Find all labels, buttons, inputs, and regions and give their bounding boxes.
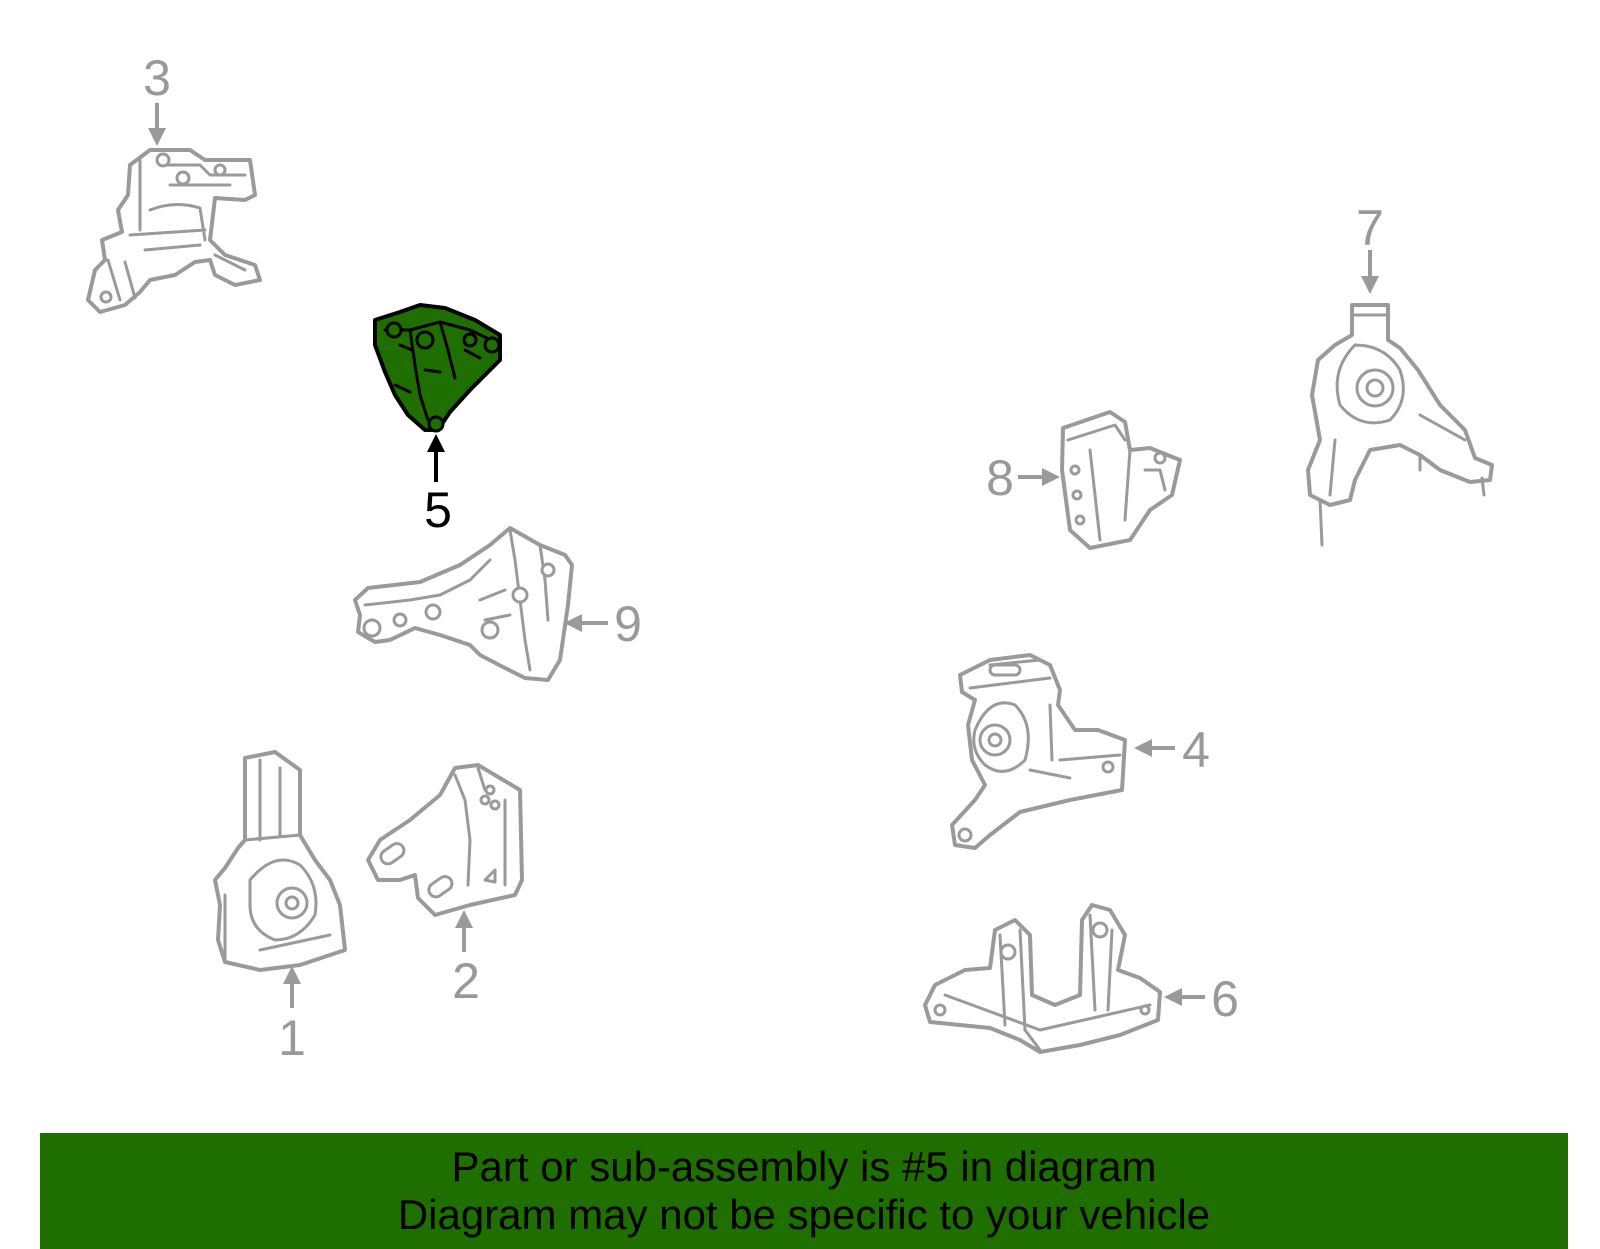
arrow-4 <box>1134 739 1175 757</box>
arrow-1 <box>283 966 301 1008</box>
part-7-mount[interactable] <box>1306 303 1494 547</box>
arrow-6 <box>1164 988 1205 1006</box>
part-9-bracket[interactable] <box>353 526 574 682</box>
callout-9: 9 <box>614 596 642 652</box>
arrow-3 <box>148 103 166 146</box>
part-2-bracket[interactable] <box>366 763 524 917</box>
part-5-bracket-highlighted[interactable] <box>373 303 502 433</box>
part-6-bracket[interactable] <box>923 903 1162 1054</box>
callout-3: 3 <box>143 50 171 106</box>
callout-6: 6 <box>1211 971 1239 1027</box>
callout-7: 7 <box>1356 200 1384 256</box>
arrow-8 <box>1018 468 1060 486</box>
callout-8: 8 <box>986 450 1014 506</box>
callout-1: 1 <box>278 1010 306 1066</box>
part-8-bracket[interactable] <box>1060 410 1182 550</box>
arrow-5 <box>427 434 445 482</box>
part-1-mount[interactable] <box>213 750 347 972</box>
parts-diagram: 3 5 9 1 <box>86 50 1494 1066</box>
banner-line-1: Part or sub-assembly is #5 in diagram <box>451 1143 1157 1190</box>
callout-5: 5 <box>424 482 452 538</box>
arrow-9 <box>564 614 608 632</box>
part-4-mount[interactable] <box>950 653 1127 850</box>
info-banner: Part or sub-assembly is #5 in diagram Di… <box>40 1133 1568 1249</box>
callout-2: 2 <box>452 953 480 1009</box>
arrow-7 <box>1361 250 1379 294</box>
arrow-2 <box>455 910 473 952</box>
part-3-mount[interactable] <box>86 148 262 314</box>
callout-4: 4 <box>1182 722 1210 778</box>
banner-line-2: Diagram may not be specific to your vehi… <box>397 1191 1211 1238</box>
